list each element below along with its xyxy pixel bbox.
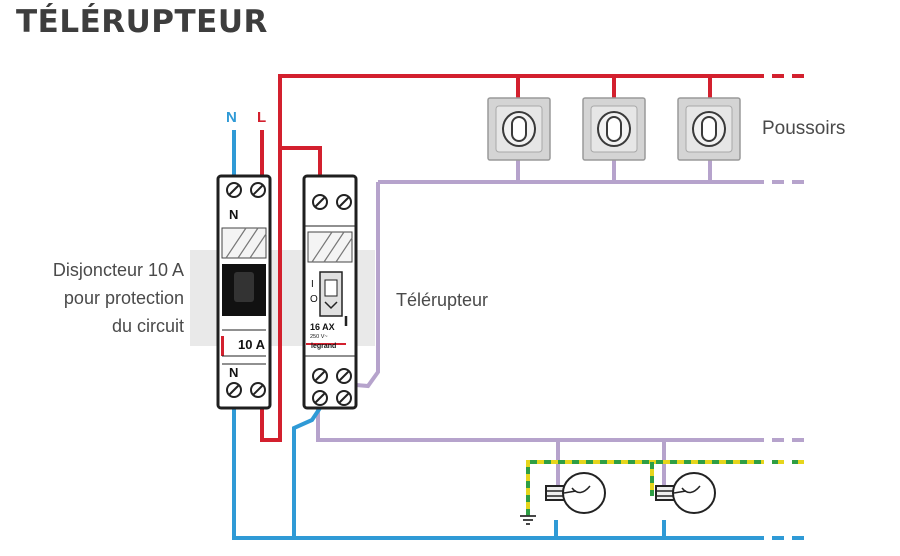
- earth-ground-icon: [520, 515, 536, 525]
- live-bus: [260, 74, 764, 442]
- relay-rating: 16 AX: [310, 322, 335, 332]
- breaker-label-line-2: pour protection: [64, 288, 184, 308]
- neutral-label: N: [226, 109, 237, 126]
- push-button-icon: [487, 97, 551, 161]
- earth-wires: [526, 460, 804, 516]
- page-title: TÉLÉRUPTEUR: [16, 4, 268, 40]
- light-bulb-icon: [655, 472, 716, 514]
- control-dashes: [772, 180, 804, 442]
- breaker-label-line-1: Disjoncteur 10 A: [53, 260, 184, 280]
- push-button-icon: [677, 97, 741, 161]
- neutral-bus: [232, 408, 764, 540]
- light-bulb-icon: [545, 472, 606, 514]
- breaker-label-line-3: du circuit: [112, 316, 184, 336]
- push-button-feeds: [516, 76, 712, 98]
- relay-label: Télérupteur: [396, 290, 488, 310]
- push-button-drops: [516, 160, 712, 182]
- neutral-to-relay: [292, 406, 322, 538]
- relay-voltage: 250 V~: [310, 334, 328, 340]
- relay-switch-off-mark: O: [310, 294, 318, 305]
- relay-module: [302, 174, 358, 410]
- lamp-feed-wire: [316, 408, 764, 442]
- breaker-rating: 10 A: [238, 337, 266, 352]
- push-button-icon: [582, 97, 646, 161]
- circuit-breaker: [216, 174, 272, 410]
- control-wires: [316, 160, 764, 488]
- breaker-bottom-terminal-label: N: [229, 365, 238, 380]
- live-label: L: [257, 109, 266, 126]
- neutral-wires: [232, 130, 764, 540]
- pushbuttons-label: Poussoirs: [762, 118, 845, 139]
- screw-terminal-icon: [226, 182, 266, 198]
- lamp-neutral-drops: [554, 520, 666, 538]
- relay-switch-on-mark: I: [311, 279, 314, 290]
- live-to-relay: [280, 146, 322, 176]
- live-wires: [260, 74, 764, 442]
- relay-brand-logo: legrand: [311, 343, 336, 350]
- breaker-top-terminal-label: N: [229, 207, 238, 222]
